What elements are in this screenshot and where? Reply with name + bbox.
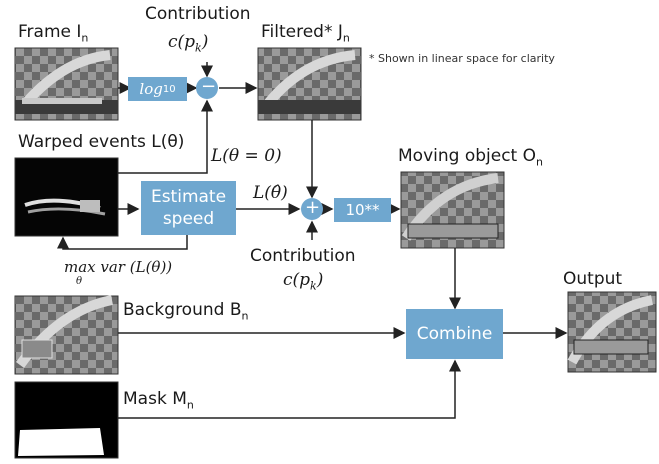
combine-box: Combine <box>406 309 503 359</box>
output-image <box>567 291 657 373</box>
subtract-operator <box>196 77 218 99</box>
mask-label-text: Mask M <box>123 389 187 409</box>
moving-object-label-sub: n <box>536 155 543 169</box>
mask-label: Mask Mn <box>123 389 194 411</box>
background-label-text: Background B <box>123 300 242 320</box>
filtered-label-text: Filtered* J <box>261 22 343 42</box>
filtered-label: Filtered* Jn <box>261 22 350 44</box>
warped-events-label: Warped events L(θ) <box>18 132 185 152</box>
frame-label: Frame In <box>18 22 88 44</box>
contribution-bottom-math-sub: k <box>310 279 317 293</box>
filtered-label-sub: n <box>342 31 350 45</box>
l-theta-hat-label: L(θ̂) <box>253 183 288 203</box>
l-theta-zero-label: L(θ = 0) <box>211 146 282 166</box>
background-label: Background Bn <box>123 300 248 322</box>
frame-label-text: Frame I <box>18 22 82 42</box>
estimate-speed-box: Estimate speed <box>141 181 236 235</box>
filtered-image <box>257 47 362 121</box>
moving-object-label-text: Moving object O <box>398 146 536 166</box>
contribution-bottom-math-close: ) <box>316 270 324 290</box>
background-label-sub: n <box>241 309 249 323</box>
output-label: Output <box>563 269 623 289</box>
pow10-box: 10** <box>334 198 391 222</box>
contribution-bottom-math: c(pk) <box>283 270 323 292</box>
contribution-top-math: c(pk) <box>168 32 208 54</box>
moving-object-image <box>400 171 505 249</box>
background-image <box>14 295 119 375</box>
contribution-bottom-math-text: c(p <box>283 270 311 290</box>
moving-object-label: Moving object On <box>398 146 543 168</box>
max-var-sub: θ <box>76 276 83 287</box>
frame-label-sub: n <box>81 31 89 45</box>
frame-image <box>14 47 119 121</box>
plus-symbol: + <box>305 197 321 218</box>
warped-events-image <box>14 157 119 237</box>
mask-image <box>14 381 119 459</box>
contribution-top-math-close: ) <box>201 32 209 52</box>
contribution-top-math-sub: k <box>195 41 202 55</box>
contribution-top-math-text: c(p <box>168 32 196 52</box>
contribution-top-label: Contribution <box>145 4 251 24</box>
add-operator <box>301 198 323 220</box>
max-var-label: max var (L(θ)) <box>64 258 173 276</box>
log-label: log <box>139 80 163 98</box>
linear-space-note: * Shown in linear space for clarity <box>369 52 555 65</box>
mask-label-sub: n <box>186 398 194 412</box>
minus-symbol: − <box>201 76 217 97</box>
log-subscript: 10 <box>162 83 176 95</box>
connectors <box>57 62 568 419</box>
contribution-bottom-label: Contribution <box>250 246 356 266</box>
